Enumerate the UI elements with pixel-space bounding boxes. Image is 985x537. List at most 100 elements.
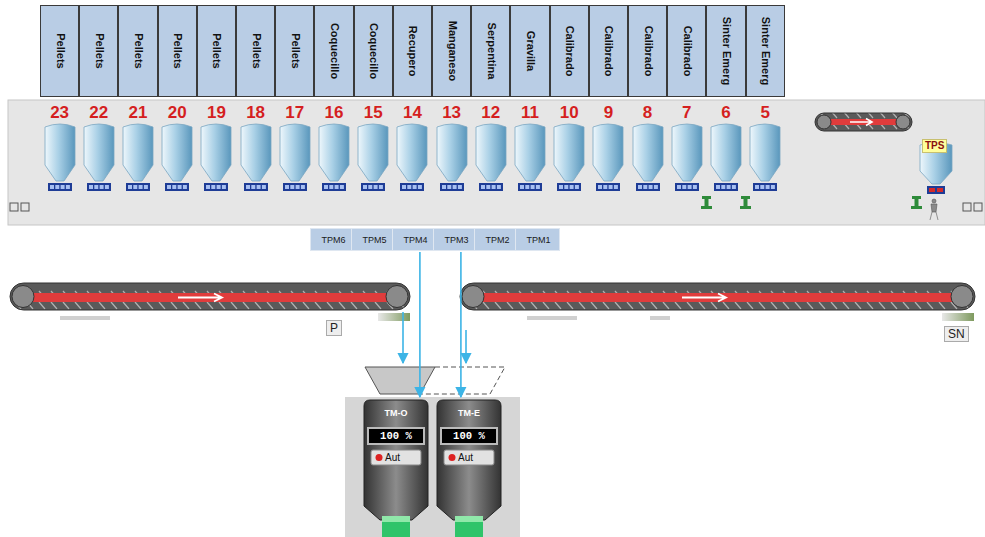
material-label: Sinter Emerg <box>759 17 772 85</box>
material-label: Pellets <box>131 33 144 68</box>
storage-silo: 14 <box>394 103 430 193</box>
silo-number: 17 <box>277 103 313 123</box>
silo-number: 14 <box>394 103 430 123</box>
material-header: Calibrado <box>589 5 628 97</box>
material-label: Coquecillo <box>367 23 380 79</box>
material-header: Pellets <box>118 5 157 97</box>
silo-number: 21 <box>120 103 156 123</box>
bin-shape <box>433 398 505 537</box>
panel-indicators <box>10 203 982 211</box>
silo-number: 16 <box>316 103 352 123</box>
level-display: 100 % <box>441 428 497 444</box>
silo-number: 11 <box>512 103 548 123</box>
material-header: Serpentina <box>471 5 510 97</box>
bin-name: TM-E <box>433 407 505 419</box>
bin-backdrop <box>345 397 520 537</box>
silo-number: 9 <box>590 103 626 123</box>
material-header: Pellets <box>158 5 197 97</box>
tpm-feeder-box: TPM4 <box>392 228 437 251</box>
operator-icon <box>930 199 938 220</box>
feeder-label: TPM4 <box>393 229 438 251</box>
feeder-label: TPM6 <box>311 229 356 251</box>
weigh-bin: TM-O100 %Aut <box>360 398 432 537</box>
material-header: Coquecillo <box>314 5 353 97</box>
silo-number: 8 <box>630 103 666 123</box>
feed-conveyor <box>815 113 912 131</box>
bin-shape <box>360 398 432 537</box>
material-label: Calibrado <box>563 26 576 77</box>
silo-number: 20 <box>159 103 195 123</box>
material-label: Serpentina <box>484 23 497 80</box>
tpm-feeder-box: TPM6 <box>310 228 355 251</box>
feed-arrow <box>419 252 421 397</box>
silo-panel <box>8 100 985 225</box>
conveyor-p <box>10 283 410 321</box>
material-header: Gravilla <box>510 5 549 97</box>
conveyor-label: SN <box>944 326 969 342</box>
silo-number: 10 <box>551 103 587 123</box>
silo-number: 7 <box>669 103 705 123</box>
silo-number: 12 <box>473 103 509 123</box>
storage-silo: 5 <box>747 103 783 193</box>
silo-number: 22 <box>81 103 117 123</box>
storage-silo: 23 <box>42 103 78 193</box>
feeder-label: TPM2 <box>475 229 520 251</box>
storage-silo: 20 <box>159 103 195 193</box>
material-label: Coquecillo <box>327 23 340 79</box>
storage-silo: 8 <box>630 103 666 193</box>
storage-silo: 7 <box>669 103 705 193</box>
feeder-label: TPM3 <box>434 229 479 251</box>
feeder-label: TPM1 <box>516 229 561 251</box>
tpm-feeder-box: TPM2 <box>474 228 519 251</box>
tpm-feeder-box: TPM1 <box>515 228 560 251</box>
storage-silo: 9 <box>590 103 626 193</box>
storage-silo: 22 <box>81 103 117 193</box>
bin-name: TM-O <box>360 407 432 419</box>
material-header: Recupero <box>393 5 432 97</box>
silo-number: 19 <box>198 103 234 123</box>
silo-number: 5 <box>747 103 783 123</box>
level-display: 100 % <box>368 428 424 444</box>
silo-number: 13 <box>434 103 470 123</box>
storage-silo: 11 <box>512 103 548 193</box>
material-label: Pellets <box>92 33 105 68</box>
material-label: Pellets <box>210 33 223 68</box>
discharge-lines <box>403 312 466 363</box>
material-header: Pellets <box>79 5 118 97</box>
material-label: Calibrado <box>680 26 693 77</box>
tps-silo: TPS <box>916 137 956 195</box>
storage-silo: 17 <box>277 103 313 193</box>
conveyor-sn <box>460 283 975 321</box>
material-label: Sinter Emerg <box>719 17 732 85</box>
weigh-bin: TM-E 100 % Aut <box>433 398 505 537</box>
material-header: Sinter Emerg <box>746 5 785 97</box>
storage-silo: 18 <box>238 103 274 193</box>
material-label: Pellets <box>53 33 66 68</box>
material-header: Pellets <box>236 5 275 97</box>
storage-silo: 12 <box>473 103 509 193</box>
mode-button: Aut <box>458 450 492 465</box>
storage-silo: 16 <box>316 103 352 193</box>
material-label: Pellets <box>288 33 301 68</box>
material-label: Manganeso <box>445 21 458 82</box>
silo-number: 6 <box>708 103 744 123</box>
silo-number: 23 <box>42 103 78 123</box>
material-label: Pellets <box>249 33 262 68</box>
storage-silo: 10 <box>551 103 587 193</box>
storage-silo: 6 <box>708 103 744 193</box>
tpm-feeder-box: TPM3 <box>433 228 478 251</box>
tpm-feeder-box: TPM5 <box>351 228 396 251</box>
storage-silo: 13 <box>434 103 470 193</box>
material-header: Pellets <box>275 5 314 97</box>
valve-symbols <box>701 196 922 209</box>
storage-silo: 15 <box>355 103 391 193</box>
silo-number: 15 <box>355 103 391 123</box>
material-label: Gravilla <box>523 31 536 71</box>
material-header: Calibrado <box>550 5 589 97</box>
material-header: Coquecillo <box>354 5 393 97</box>
silo-tag: TPS <box>922 139 947 153</box>
hopper <box>365 367 505 394</box>
feeder-label: TPM5 <box>352 229 397 251</box>
material-header: Pellets <box>40 5 79 97</box>
material-header: Manganeso <box>432 5 471 97</box>
